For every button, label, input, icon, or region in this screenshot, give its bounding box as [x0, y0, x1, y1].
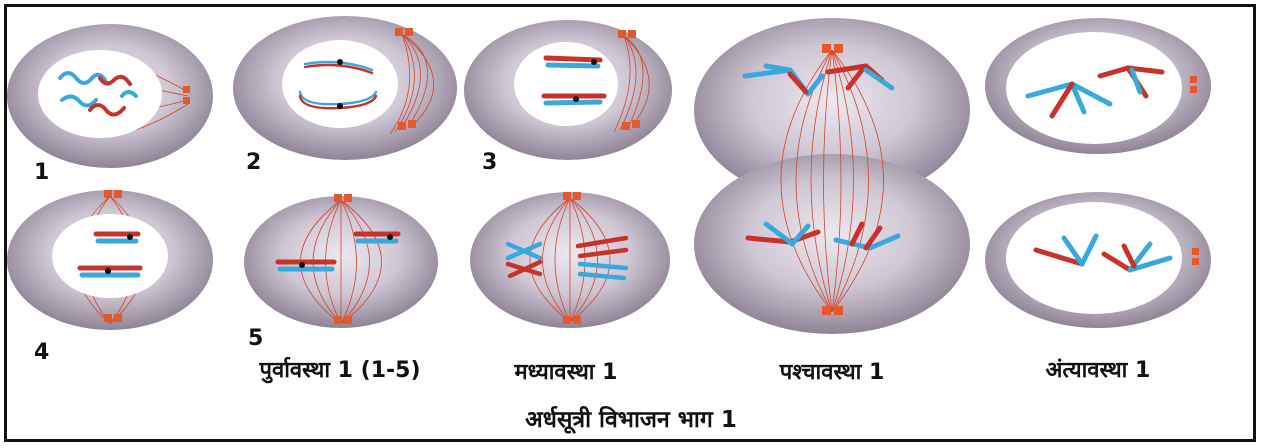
cell-telophase-1-bottom — [985, 192, 1211, 328]
cell-stage-4 — [7, 190, 213, 330]
label-telophase-1: अंत्यावस्था 1 — [1046, 354, 1151, 384]
centrosome — [183, 97, 190, 104]
stage-number-5: 5 — [248, 326, 263, 351]
nucleus — [38, 50, 162, 138]
nucleus — [1006, 202, 1182, 314]
label-anaphase-1: पश्चावस्था 1 — [780, 356, 885, 386]
diagram-caption: अर्धसूत्री विभाजन भाग 1 — [525, 402, 737, 434]
cell-telophase-1-top — [985, 18, 1211, 154]
nucleus — [52, 214, 168, 298]
label-metaphase-1: मध्यावस्था 1 — [515, 356, 618, 386]
centrosome — [183, 86, 190, 93]
cell-stage-1 — [7, 24, 213, 168]
nucleus — [282, 40, 398, 128]
stage-number-2: 2 — [246, 150, 261, 175]
stage-number-3: 3 — [482, 150, 497, 175]
nucleus — [1006, 32, 1182, 144]
stage-number-4: 4 — [34, 340, 49, 365]
cell-metaphase-1 — [470, 192, 670, 328]
stage-number-1: 1 — [34, 160, 49, 185]
cell-anaphase-1 — [694, 18, 970, 334]
cell-stage-5 — [244, 194, 438, 328]
nucleus — [514, 42, 618, 126]
cell-stage-2 — [233, 16, 457, 160]
label-prophase-1: पुर्वावस्था 1 (1-5) — [259, 354, 420, 384]
cell-stage-3 — [464, 20, 672, 160]
